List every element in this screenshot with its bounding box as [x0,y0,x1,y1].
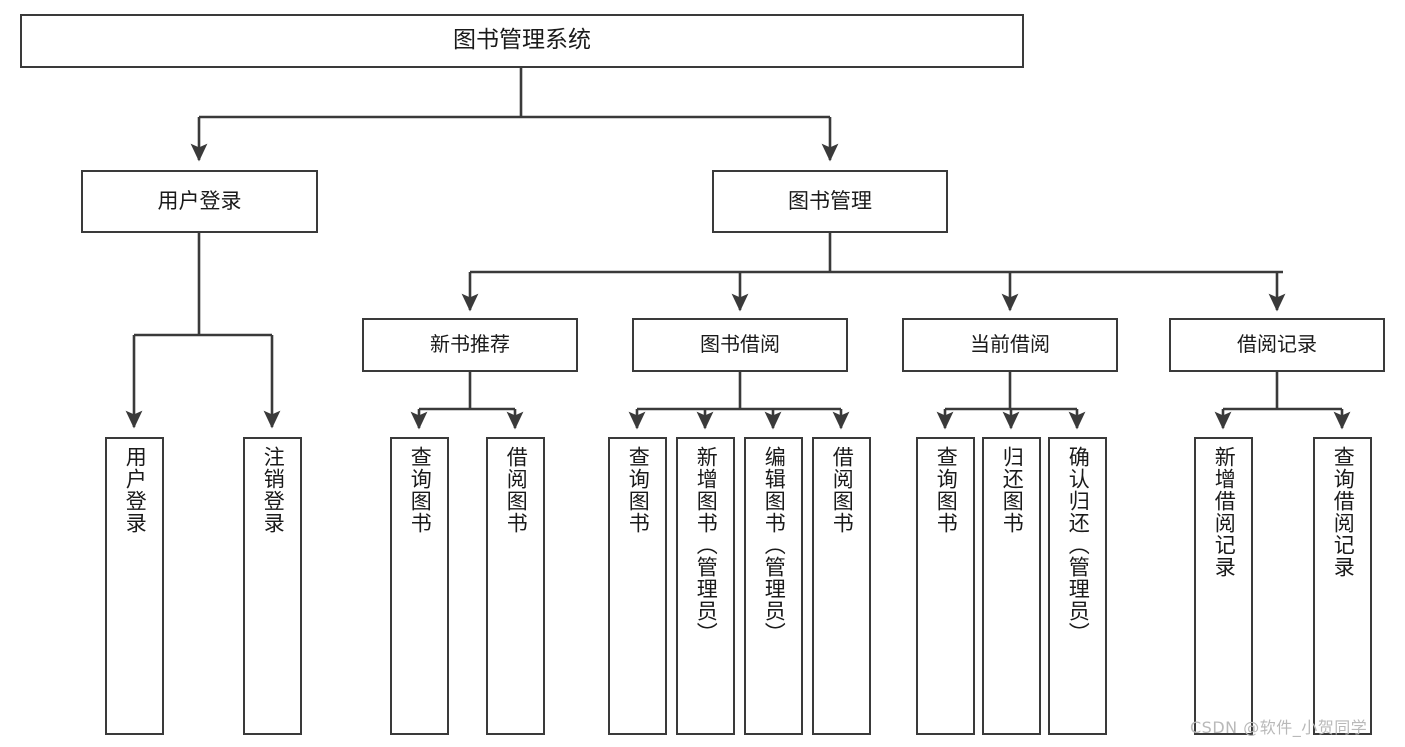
node-label: 借阅记录 [1237,332,1317,357]
node-label: 确认归还（管理员） [1066,446,1091,644]
node-leaf-confirm-return[interactable]: 确认归还（管理员） [1048,437,1107,735]
node-leaf-return-book[interactable]: 归还图书 [982,437,1041,735]
node-label: 图书管理 [788,189,872,214]
node-new-book-recommend[interactable]: 新书推荐 [362,318,578,372]
node-label: 用户登录 [157,189,242,214]
node-leaf-add-book[interactable]: 新增图书（管理员） [676,437,735,735]
node-label: 新增图书（管理员） [694,446,719,644]
node-leaf-borrow-book-1[interactable]: 借阅图书 [486,437,545,735]
node-label: 注销登录 [261,446,286,534]
node-label: 图书借阅 [700,332,780,357]
node-book-management[interactable]: 图书管理 [712,170,948,233]
node-borrow-record[interactable]: 借阅记录 [1169,318,1385,372]
node-root-system[interactable]: 图书管理系统 [20,14,1024,68]
node-label: 查询借阅记录 [1331,446,1356,578]
node-leaf-edit-book[interactable]: 编辑图书（管理员） [744,437,803,735]
node-user-login[interactable]: 用户登录 [81,170,318,233]
node-book-borrow[interactable]: 图书借阅 [632,318,848,372]
node-leaf-user-login[interactable]: 用户登录 [105,437,164,735]
node-label: 借阅图书 [830,446,855,534]
node-label: 用户登录 [123,446,148,534]
node-leaf-user-logout[interactable]: 注销登录 [243,437,302,735]
node-label: 图书管理系统 [453,27,591,54]
node-label: 归还图书 [1000,446,1025,534]
node-label: 编辑图书（管理员） [762,446,787,644]
node-leaf-query-record[interactable]: 查询借阅记录 [1313,437,1372,735]
node-leaf-add-record[interactable]: 新增借阅记录 [1194,437,1253,735]
node-label: 查询图书 [934,446,959,534]
node-current-borrow[interactable]: 当前借阅 [902,318,1118,372]
node-label: 借阅图书 [504,446,529,534]
node-leaf-query-book-1[interactable]: 查询图书 [390,437,449,735]
node-label: 当前借阅 [970,332,1050,357]
node-leaf-borrow-book-2[interactable]: 借阅图书 [812,437,871,735]
node-leaf-query-book-2[interactable]: 查询图书 [608,437,667,735]
node-label: 新增借阅记录 [1212,446,1237,578]
node-label: 查询图书 [626,446,651,534]
node-label: 新书推荐 [430,332,510,357]
node-label: 查询图书 [408,446,433,534]
node-leaf-query-book-3[interactable]: 查询图书 [916,437,975,735]
